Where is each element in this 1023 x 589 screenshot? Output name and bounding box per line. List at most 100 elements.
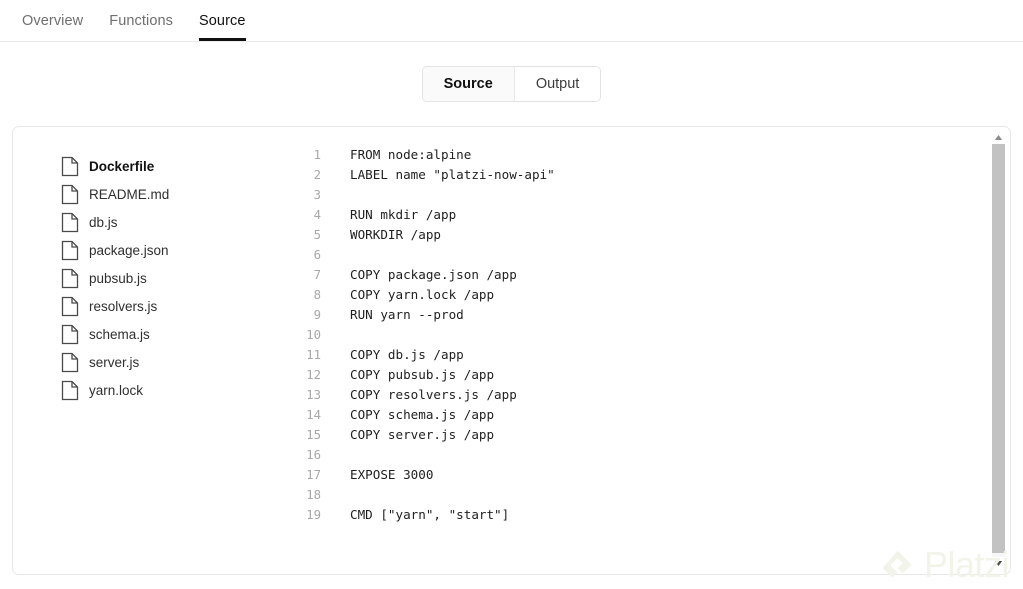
file-label: schema.js [89, 326, 150, 342]
line-number: 2 [313, 168, 321, 182]
code-line: 17 EXPOSE 3000 [275, 465, 980, 485]
code-line: 13 COPY resolvers.js /app [275, 385, 980, 405]
line-content: WORKDIR /app [350, 227, 441, 242]
file-item-readme-md[interactable]: README.md [61, 180, 251, 208]
view-toggle-wrapper: Source Output [0, 66, 1023, 102]
tab-overview-label: Overview [22, 12, 84, 29]
line-content: COPY db.js /app [350, 347, 464, 362]
scroll-down-button[interactable] [992, 557, 1005, 570]
file-item-dockerfile[interactable]: Dockerfile [61, 152, 251, 180]
code-line: 14 COPY schema.js /app [275, 405, 980, 425]
file-icon [61, 268, 79, 288]
file-label: server.js [89, 354, 140, 370]
chevron-down-icon [994, 561, 1003, 566]
line-content: COPY server.js /app [350, 427, 495, 442]
tab-overview[interactable]: Overview [9, 0, 96, 41]
code-line: 18 [275, 485, 980, 505]
line-number: 16 [306, 448, 321, 462]
scrollbar-track[interactable] [992, 144, 1005, 557]
output-view-button[interactable]: Output [514, 67, 601, 101]
line-content: COPY package.json /app [350, 267, 517, 282]
code-line: 7 COPY package.json /app [275, 265, 980, 285]
chevron-up-icon [994, 135, 1003, 140]
file-label: package.json [89, 242, 169, 258]
file-label: README.md [89, 186, 170, 202]
line-number: 15 [306, 428, 321, 442]
line-content: COPY pubsub.js /app [350, 367, 495, 382]
file-item-yarn-lock[interactable]: yarn.lock [61, 376, 251, 404]
tab-functions[interactable]: Functions [96, 0, 186, 41]
line-number: 12 [306, 368, 321, 382]
file-icon [61, 156, 79, 176]
file-label: resolvers.js [89, 298, 158, 314]
line-content: EXPOSE 3000 [350, 467, 434, 482]
line-content: LABEL name "platzi-now-api" [350, 167, 555, 182]
line-number: 7 [313, 268, 321, 282]
file-icon [61, 324, 79, 344]
line-content: COPY resolvers.js /app [350, 387, 517, 402]
code-line: 11 COPY db.js /app [275, 345, 980, 365]
line-content: RUN mkdir /app [350, 207, 457, 222]
file-item-package-json[interactable]: package.json [61, 236, 251, 264]
file-icon [61, 380, 79, 400]
line-number: 13 [306, 388, 321, 402]
code-line: 12 COPY pubsub.js /app [275, 365, 980, 385]
code-line: 10 [275, 325, 980, 345]
line-number: 18 [306, 488, 321, 502]
file-label: Dockerfile [89, 158, 155, 174]
line-number: 5 [313, 228, 321, 242]
code-line: 6 [275, 245, 980, 265]
file-icon [61, 212, 79, 232]
file-item-schema-js[interactable]: schema.js [61, 320, 251, 348]
line-content: COPY yarn.lock /app [350, 287, 495, 302]
source-card: Dockerfile README.md db.js package.json [12, 126, 1011, 575]
line-number: 10 [306, 328, 321, 342]
code-line: 2 LABEL name "platzi-now-api" [275, 165, 980, 185]
code-line: 15 COPY server.js /app [275, 425, 980, 445]
code-line: 9 RUN yarn --prod [275, 305, 980, 325]
file-list: Dockerfile README.md db.js package.json [61, 152, 251, 404]
file-label: yarn.lock [89, 382, 144, 398]
line-number: 9 [313, 308, 321, 322]
file-icon [61, 296, 79, 316]
file-item-pubsub-js[interactable]: pubsub.js [61, 264, 251, 292]
scrollbar-thumb[interactable] [992, 144, 1005, 553]
line-number: 3 [313, 188, 321, 202]
file-label: db.js [89, 214, 118, 230]
line-number: 11 [306, 348, 321, 362]
file-item-resolvers-js[interactable]: resolvers.js [61, 292, 251, 320]
scroll-up-button[interactable] [992, 131, 1005, 144]
line-content: CMD ["yarn", "start"] [350, 507, 510, 522]
code-line: 19 CMD ["yarn", "start"] [275, 505, 980, 525]
file-icon [61, 352, 79, 372]
file-item-db-js[interactable]: db.js [61, 208, 251, 236]
line-number: 8 [313, 288, 321, 302]
code-line: 5 WORKDIR /app [275, 225, 980, 245]
view-toggle-group: Source Output [421, 66, 602, 102]
code-line: 3 [275, 185, 980, 205]
file-icon [61, 184, 79, 204]
line-number: 14 [306, 408, 321, 422]
line-content: FROM node:alpine [350, 147, 472, 162]
line-number: 19 [306, 508, 321, 522]
tab-source[interactable]: Source [186, 0, 259, 41]
code-line: 4 RUN mkdir /app [275, 205, 980, 225]
line-number: 6 [313, 248, 321, 262]
file-label: pubsub.js [89, 270, 147, 286]
code-viewer: 1 FROM node:alpine 2 LABEL name "platzi-no… [275, 145, 980, 574]
line-content: COPY schema.js /app [350, 407, 495, 422]
code-line: 8 COPY yarn.lock /app [275, 285, 980, 305]
source-view-button[interactable]: Source [422, 67, 515, 101]
line-number: 4 [313, 208, 321, 222]
line-content: RUN yarn --prod [350, 307, 464, 322]
file-item-server-js[interactable]: server.js [61, 348, 251, 376]
line-number: 17 [306, 468, 321, 482]
tab-source-label: Source [199, 12, 246, 29]
file-icon [61, 240, 79, 260]
tab-functions-label: Functions [109, 12, 173, 29]
line-number: 1 [313, 148, 321, 162]
code-line: 16 [275, 445, 980, 465]
top-navigation: Overview Functions Source [0, 0, 1023, 42]
code-line: 1 FROM node:alpine [275, 145, 980, 165]
code-scrollbar[interactable] [992, 131, 1005, 570]
